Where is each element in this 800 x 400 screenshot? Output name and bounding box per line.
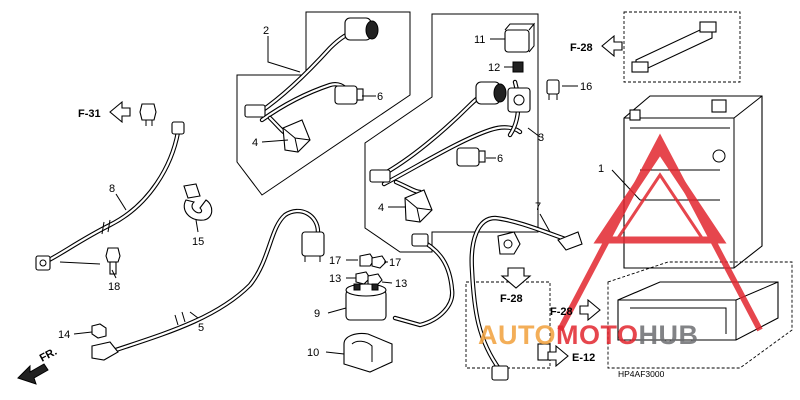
arrow-f31	[109, 100, 131, 124]
ref-f28-top: F-28	[570, 42, 593, 54]
diagram-code: HP4AF3000	[618, 369, 665, 379]
sub-harness-assembly-2	[236, 11, 411, 196]
nut-14	[91, 323, 107, 339]
relay-lead-cable	[392, 233, 455, 328]
ref-f28-mid: F-28	[500, 293, 523, 305]
clamp-15	[183, 183, 213, 221]
callout-11: 11	[474, 34, 485, 46]
cable-8	[35, 121, 185, 271]
battery-tray	[607, 261, 793, 369]
callout-6a: 6	[377, 91, 383, 103]
callout-17a: 17	[329, 255, 341, 267]
cable-5	[91, 208, 325, 361]
cable-7	[465, 215, 583, 381]
callout-6b: 6	[497, 153, 503, 165]
callout-4b: 4	[378, 202, 384, 214]
ref-f31: F-31	[78, 108, 101, 120]
arrow-e12	[547, 344, 569, 368]
callout-17b: 17	[389, 257, 401, 269]
callout-12: 12	[488, 62, 500, 74]
callout-16: 16	[580, 81, 592, 93]
callout-10: 10	[307, 347, 319, 359]
arrow-down-f28	[500, 267, 532, 289]
watermark-logo	[557, 133, 763, 332]
callout-1: 1	[598, 163, 604, 175]
main-harness-assembly-3	[364, 13, 539, 253]
arrow-f28-right	[579, 298, 601, 322]
part-16-clip	[546, 79, 560, 100]
callout-5: 5	[198, 322, 204, 334]
arrow-f28-top	[601, 34, 623, 58]
fr-arrow	[17, 363, 49, 385]
watermark-text: AUTOMOTOHUB	[478, 320, 699, 350]
callout-3: 3	[538, 132, 544, 144]
battery-strap-box	[623, 11, 741, 83]
callout-2: 2	[263, 25, 269, 37]
nut-17b	[371, 255, 387, 269]
ref-fr: FR.	[38, 346, 59, 365]
callout-18: 18	[108, 281, 120, 293]
callout-4a: 4	[252, 137, 258, 149]
ref-e12: E-12	[572, 352, 595, 364]
leader-lines	[73, 36, 641, 355]
bolt-18	[59, 247, 121, 275]
callout-8: 8	[109, 183, 115, 195]
starter-relay-group	[343, 253, 393, 373]
ref-f28-right: F-28	[550, 306, 573, 318]
callout-9: 9	[314, 308, 320, 320]
callout-15: 15	[192, 236, 204, 248]
callout-13b: 13	[395, 278, 407, 290]
callout-14: 14	[58, 329, 70, 341]
callout-7: 7	[535, 201, 541, 213]
nut-13a	[355, 271, 371, 285]
bolt-f31	[139, 103, 157, 126]
callout-13a: 13	[329, 273, 341, 285]
nut-13b	[367, 273, 383, 287]
